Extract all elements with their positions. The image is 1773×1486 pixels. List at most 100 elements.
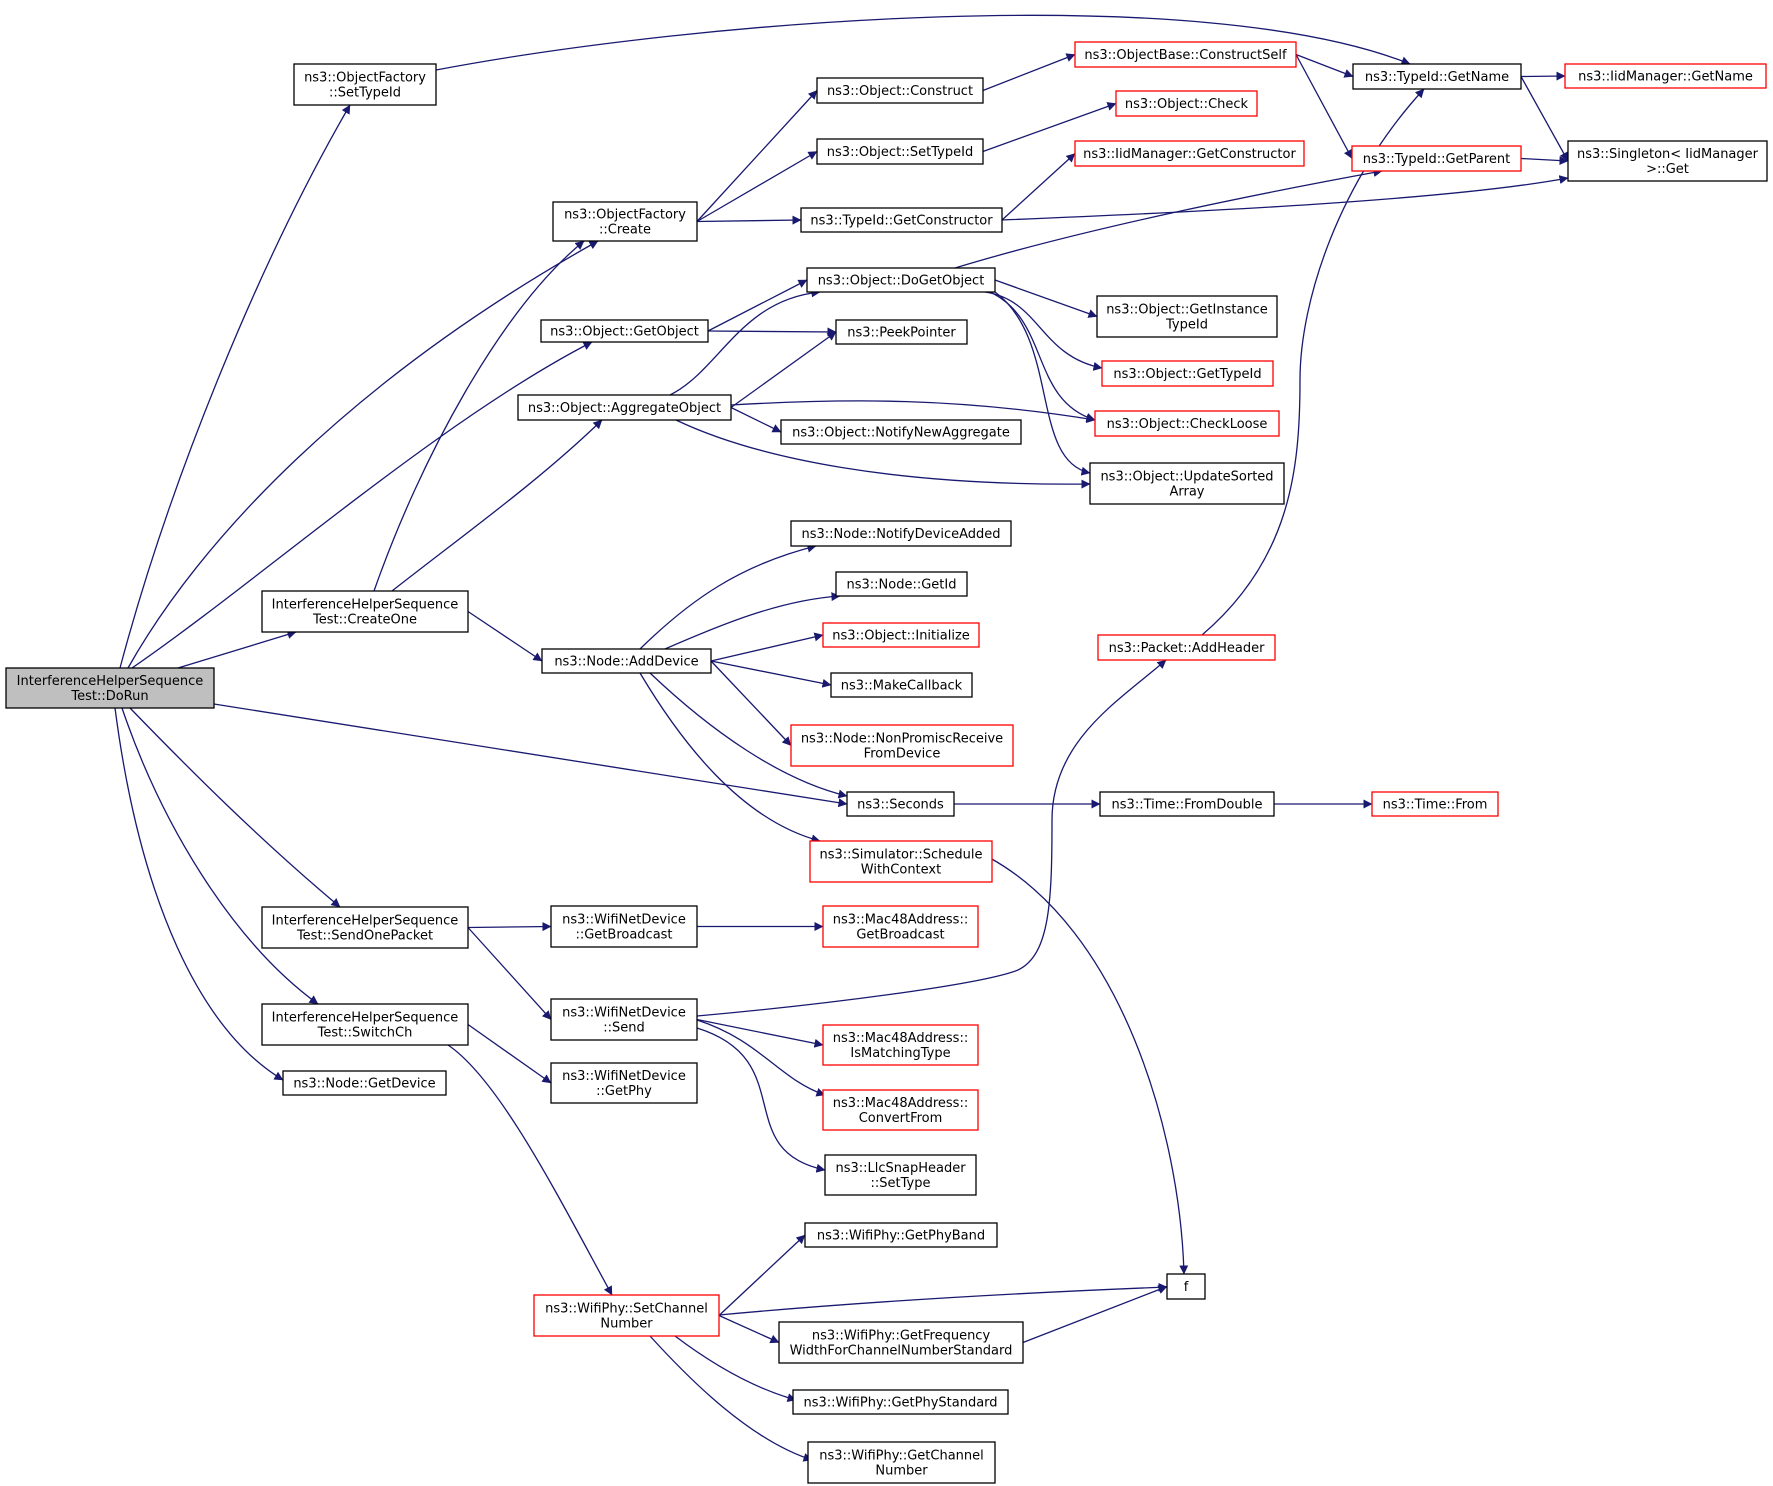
node-node-getdevice[interactable]: ns3::Node::GetDevice: [282, 1070, 447, 1096]
node-label: ns3::Time::From: [1383, 798, 1488, 813]
node-obj-getobject[interactable]: ns3::Object::GetObject: [540, 319, 709, 343]
edge-typeid_getname-to-singleton_get: [1520, 76, 1569, 162]
node-label: WidthForChannelNumberStandard: [790, 1344, 1013, 1359]
edge-obj_settypeid-to-obj_check: [982, 102, 1117, 153]
node-typeid-getparent[interactable]: ns3::TypeId::GetParent: [1351, 145, 1522, 172]
edge-switchch-to-wp_setchannelnumber: [447, 1044, 613, 1296]
node-of-create[interactable]: ns3::ObjectFactory::Create: [552, 201, 698, 242]
node-makecallback[interactable]: ns3::MakeCallback: [830, 672, 973, 698]
node-objbase-constructself[interactable]: ns3::ObjectBase::ConstructSelf: [1074, 41, 1297, 68]
node-wp-getphyband[interactable]: ns3::WifiPhy::GetPhyBand: [804, 1222, 998, 1248]
node-label: >::Get: [1646, 162, 1689, 177]
edge-root-to-sendonepacket: [129, 707, 341, 908]
node-f[interactable]: f: [1166, 1273, 1206, 1300]
node-label: ns3::Node::GetDevice: [293, 1077, 435, 1092]
edge-root-to-of_settypeid: [119, 104, 351, 669]
node-iid-getconstructor[interactable]: ns3::IidManager::GetConstructor: [1074, 140, 1305, 167]
node-time-fromdouble[interactable]: ns3::Time::FromDouble: [1099, 791, 1275, 817]
node-wp-getphystandard[interactable]: ns3::WifiPhy::GetPhyStandard: [792, 1389, 1009, 1415]
node-label: ns3::Mac48Address::: [833, 913, 968, 928]
node-label: ::Send: [603, 1021, 645, 1036]
node-obj-construct[interactable]: ns3::Object::Construct: [816, 77, 984, 104]
node-wnd-getphy[interactable]: ns3::WifiNetDevice::GetPhy: [550, 1062, 698, 1104]
node-label: ns3::WifiPhy::GetPhyStandard: [803, 1396, 997, 1411]
edge-typeid_getconstructor-to-singleton_get: [1001, 175, 1569, 221]
node-label: ns3::Node::AddDevice: [554, 655, 698, 670]
node-mac48-ismatchingtype[interactable]: ns3::Mac48Address::IsMatchingType: [822, 1024, 979, 1066]
edge-createone-to-node_adddevice: [467, 610, 543, 662]
node-node-notifydeviceadded[interactable]: ns3::Node::NotifyDeviceAdded: [790, 520, 1012, 547]
edge-wnd_send-to-packet_addheader: [696, 659, 1167, 1017]
node-mac48-getbroadcast[interactable]: ns3::Mac48Address::GetBroadcast: [822, 905, 979, 948]
node-node-adddevice[interactable]: ns3::Node::AddDevice: [541, 648, 712, 674]
node-label: ::Create: [599, 223, 651, 238]
node-sendonepacket[interactable]: InterferenceHelperSequenceTest::SendOneP…: [261, 906, 469, 949]
edge-of_create-to-obj_settypeid: [696, 150, 818, 223]
node-label: InterferenceHelperSequence: [272, 1011, 459, 1026]
node-label: Test::SendOnePacket: [296, 929, 433, 944]
node-label: InterferenceHelperSequence: [17, 674, 204, 689]
node-label: WithContext: [861, 863, 941, 878]
node-obj-aggregate[interactable]: ns3::Object::AggregateObject: [517, 394, 732, 421]
edge-typeid_getparent-to-singleton_get: [1520, 156, 1569, 166]
node-llc-settype[interactable]: ns3::LlcSnapHeader::SetType: [824, 1154, 977, 1196]
node-typeid-getname[interactable]: ns3::TypeId::GetName: [1352, 63, 1522, 90]
node-label: ns3::WifiPhy::GetFrequency: [812, 1329, 991, 1344]
node-wp-getfreqwidth[interactable]: ns3::WifiPhy::GetFrequencyWidthForChanne…: [778, 1321, 1024, 1364]
node-label: ns3::Node::NotifyDeviceAdded: [801, 527, 1000, 542]
node-mac48-convertfrom[interactable]: ns3::Mac48Address::ConvertFrom: [822, 1089, 979, 1131]
node-iid-getname[interactable]: ns3::IidManager::GetName: [1564, 63, 1767, 89]
node-label: ns3::Time::FromDouble: [1112, 798, 1263, 813]
node-obj-notifynewaggregate[interactable]: ns3::Object::NotifyNewAggregate: [780, 419, 1022, 445]
node-label: ns3::Simulator::Schedule: [819, 848, 982, 863]
node-label: ns3::IidManager::GetName: [1578, 70, 1753, 85]
node-wnd-send[interactable]: ns3::WifiNetDevice::Send: [550, 998, 698, 1041]
node-obj-initialize[interactable]: ns3::Object::Initialize: [822, 622, 980, 648]
node-obj-check[interactable]: ns3::Object::Check: [1115, 90, 1258, 117]
edge-objbase_constructself-to-typeid_getname: [1295, 53, 1354, 78]
node-label: ns3::TypeId::GetName: [1365, 70, 1509, 85]
node-obj-checkloose[interactable]: ns3::Object::CheckLoose: [1094, 410, 1280, 437]
edge-obj_aggregate-to-obj_notifynewaggregate: [730, 406, 782, 433]
edge-obj_getobject-to-peekpointer: [707, 327, 837, 337]
node-obj-gettypeid[interactable]: ns3::Object::GetTypeId: [1101, 360, 1274, 387]
node-label: InterferenceHelperSequence: [272, 598, 459, 613]
node-label: ::SetType: [871, 1176, 931, 1191]
node-label: InterferenceHelperSequence: [272, 914, 459, 929]
node-label: ns3::WifiNetDevice: [562, 1006, 686, 1021]
node-packet-addheader[interactable]: ns3::Packet::AddHeader: [1097, 634, 1276, 661]
node-typeid-getconstructor[interactable]: ns3::TypeId::GetConstructor: [800, 207, 1003, 233]
node-label: ns3::IidManager::GetConstructor: [1083, 147, 1296, 162]
edge-root-to-switchch: [121, 707, 319, 1005]
edge-obj_dogetobject-to-obj_getinstancetypeid: [994, 279, 1098, 318]
node-seconds[interactable]: ns3::Seconds: [846, 791, 955, 817]
edge-wp_getfreqwidth-to-f: [1022, 1285, 1168, 1344]
node-time-from[interactable]: ns3::Time::From: [1371, 791, 1499, 817]
node-label: ns3::WifiPhy::SetChannel: [545, 1302, 708, 1317]
node-node-getid[interactable]: ns3::Node::GetId: [835, 571, 968, 597]
edge-createone-to-of_create: [373, 240, 585, 592]
edge-sendonepacket-to-wnd_send: [467, 927, 552, 1020]
node-peekpointer[interactable]: ns3::PeekPointer: [835, 319, 968, 345]
node-obj-dogetobject[interactable]: ns3::Object::DoGetObject: [806, 267, 996, 293]
node-label: ns3::Object::Initialize: [832, 629, 970, 644]
node-createone[interactable]: InterferenceHelperSequenceTest::CreateOn…: [261, 590, 469, 633]
node-label: ns3::TypeId::GetConstructor: [810, 214, 993, 229]
node-label: ns3::Object::NotifyNewAggregate: [792, 426, 1010, 441]
node-singleton-get[interactable]: ns3::Singleton< IidManager>::Get: [1567, 140, 1768, 182]
node-wnd-getbroadcast[interactable]: ns3::WifiNetDevice::GetBroadcast: [550, 905, 698, 948]
edge-wp_setchannelnumber-to-wp_getfreqwidth: [718, 1314, 780, 1344]
node-of-settypeid[interactable]: ns3::ObjectFactory::SetTypeId: [293, 63, 437, 106]
node-label: ns3::Object::Construct: [827, 84, 973, 99]
node-obj-settypeid[interactable]: ns3::Object::SetTypeId: [816, 138, 984, 165]
edge-wnd_send-to-mac48_convertfrom: [696, 1019, 826, 1097]
